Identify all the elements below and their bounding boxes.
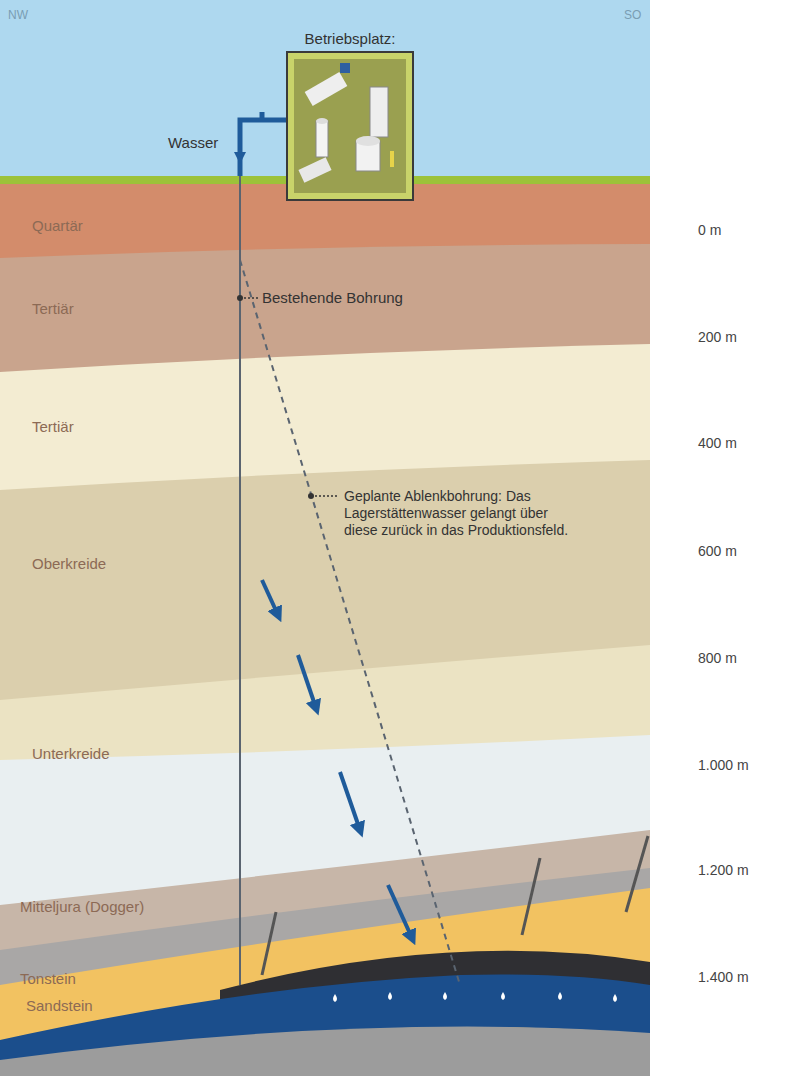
depth-label: 800 m	[698, 649, 737, 667]
depth-label: 1.200 m	[698, 861, 749, 879]
site-illustration	[286, 51, 414, 201]
depth-label: 200 m	[698, 328, 737, 346]
layer-name: Tonstein	[20, 970, 76, 988]
depth-label: 600 m	[698, 542, 737, 560]
layer-name: Tertiär	[32, 300, 74, 318]
planned-well-note: Geplante Ablenkbohrung: Das Lagerstätten…	[344, 488, 584, 539]
layer-name: Tertiär	[32, 418, 74, 436]
layer-name: Mitteljura (Dogger)	[20, 898, 144, 916]
layer-name: Oberkreide	[32, 555, 106, 573]
layer-name: Sandstein	[26, 997, 93, 1015]
compass-label: SO	[624, 6, 641, 24]
well-label: Bestehende Bohrung	[262, 289, 403, 307]
site-box: Betriebsplatz:	[286, 30, 414, 201]
depth-label: 1.400 m	[698, 968, 749, 986]
depth-label: 1.000 m	[698, 756, 749, 774]
layer-name: Unterkreide	[32, 745, 110, 763]
site-heading: Betriebsplatz:	[286, 30, 414, 47]
layer-name: Quartär	[32, 217, 83, 235]
water-label: Wasser	[168, 134, 218, 152]
compass-label: NW	[8, 6, 28, 24]
depth-label: 400 m	[698, 434, 737, 452]
depth-label: 0 m	[698, 221, 721, 239]
